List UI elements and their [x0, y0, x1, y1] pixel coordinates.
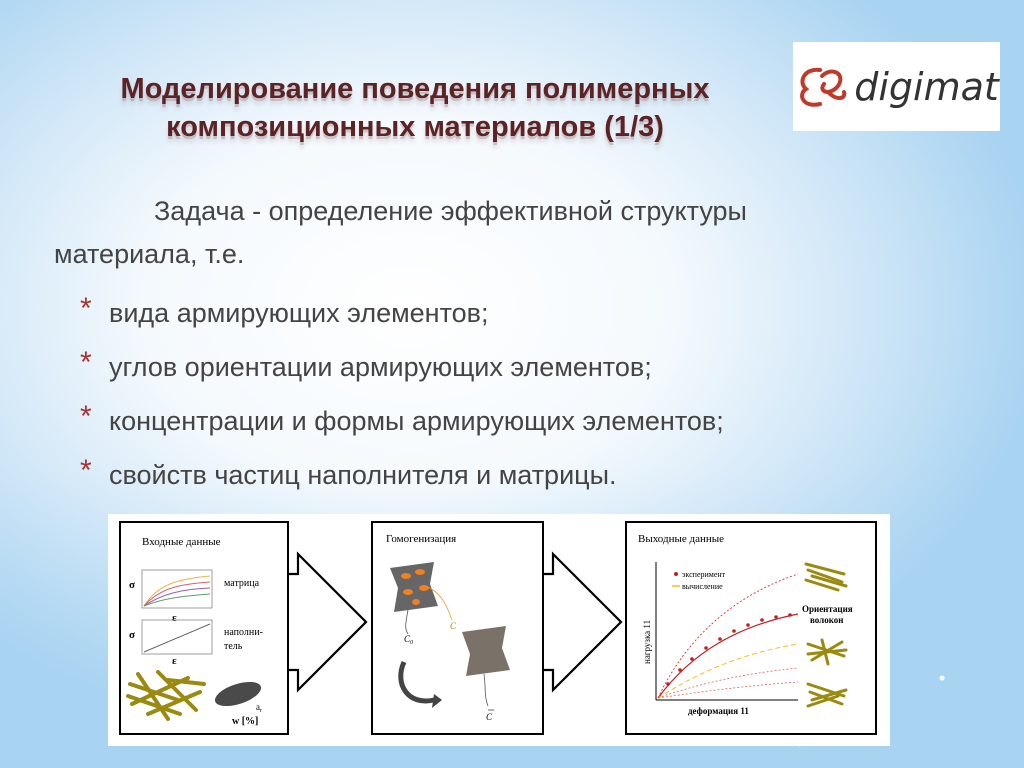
digimat-swirl-icon: [800, 67, 847, 107]
logo-text: digimat: [854, 64, 999, 109]
output-panel-title: Выходные данные: [638, 533, 724, 545]
sigma-label: σ: [129, 629, 135, 641]
orientation-label: волокон: [810, 615, 843, 625]
c-label: C: [450, 621, 457, 631]
list-item: * вида армирующих элементов;: [54, 286, 954, 340]
task-line-1: Задача - определение эффективной структу…: [154, 196, 747, 226]
input-panel-title: Входные данные: [142, 536, 221, 548]
content-body: Задача - определение эффективной структу…: [54, 188, 954, 502]
filler-label: тель: [224, 641, 243, 652]
filler-plot: [141, 619, 213, 655]
digimat-logo: digimat: [793, 42, 1000, 131]
output-ylabel: нагрузка 11: [642, 620, 652, 664]
rotate-arrow-icon: [398, 660, 435, 704]
asterisk-bullet-icon: *: [80, 346, 92, 379]
legend-experiment: эксперимент: [682, 570, 726, 579]
asterisk-bullet-icon: *: [80, 454, 92, 487]
filler-label: наполни-: [224, 627, 263, 638]
bullet-list: * вида армирующих элементов; * углов ориен…: [54, 286, 954, 502]
legend-calculation: вычисление: [682, 582, 723, 591]
page-title: Моделирование поведения полимерных компо…: [80, 70, 750, 146]
list-item: * углов ориентации армирующих элементов;: [54, 340, 954, 394]
ar-label: ar: [256, 702, 262, 714]
epsilon-label: ε: [172, 655, 177, 667]
sigma-label: σ: [129, 579, 135, 591]
orientation-label: Ориентация: [802, 604, 853, 614]
fiber-bundle-image: [126, 670, 206, 721]
title-line-1: Моделирование поведения полимерных: [120, 73, 710, 105]
epsilon-label: ε: [172, 612, 177, 624]
list-item: * концентрации и формы армирующих элемент…: [54, 394, 954, 448]
diagram-svg: Входные данные σ ε матрица σ ε наполни- …: [119, 521, 877, 735]
c-bar-label: C: [486, 712, 493, 722]
arrow-shape: [288, 551, 368, 693]
random-fibers-image: [806, 638, 848, 666]
list-item: * свойств частиц наполнителя и матрицы.: [54, 448, 954, 502]
homogenized-shape-image: [462, 626, 510, 676]
bullet-text: углов ориентации армирующих элементов;: [109, 352, 652, 382]
particle-image: [214, 681, 262, 707]
matrix-plot: [141, 569, 213, 609]
crossed-fibers-image: [806, 682, 848, 708]
bullet-text: свойств частиц наполнителя и матрицы.: [109, 460, 617, 490]
aligned-fibers-image: [804, 562, 848, 592]
title-line-2: композиционных материалов (1/3): [166, 111, 664, 143]
w-label: w [%]: [232, 716, 258, 727]
c0-label: C0: [404, 634, 413, 646]
arrow-shape: [543, 551, 623, 693]
asterisk-bullet-icon: *: [80, 400, 92, 433]
bullet-text: вида армирующих элементов;: [109, 298, 489, 328]
matrix-label: матрица: [224, 578, 260, 589]
task-line-2: материала, т.е.: [54, 239, 245, 269]
process-diagram: Входные данные σ ε матрица σ ε наполни- …: [108, 514, 890, 746]
homogenization-panel-title: Гомогенизация: [386, 533, 456, 545]
bullet-text: концентрации и формы армирующих элементо…: [109, 406, 724, 436]
output-xlabel: деформация 11: [688, 706, 749, 716]
asterisk-bullet-icon: *: [80, 292, 92, 325]
homogenization-panel: [371, 521, 544, 735]
inclusion-particles: [401, 569, 429, 605]
